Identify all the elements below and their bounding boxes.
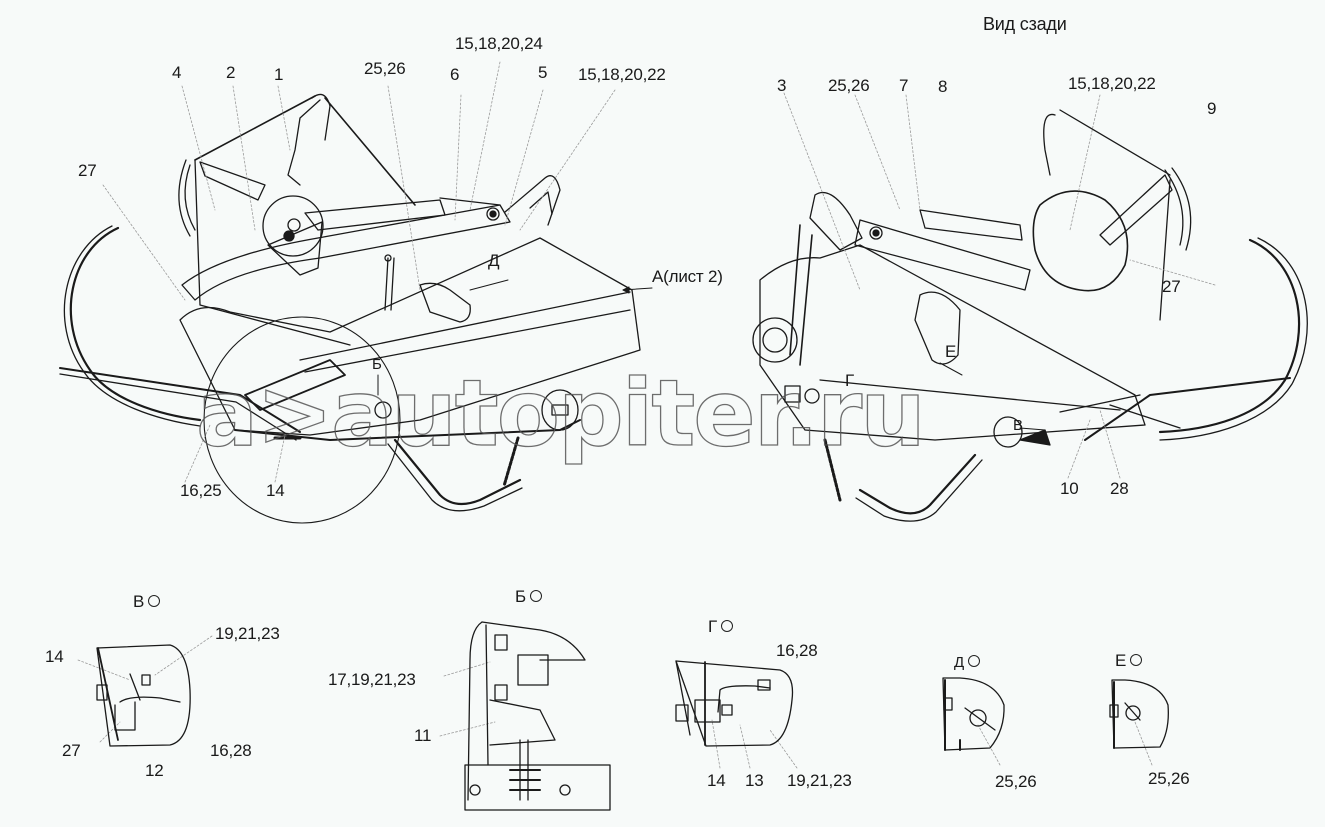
callout-25-26: 25,26	[1148, 769, 1190, 788]
view-title: Вид сзади	[983, 14, 1067, 34]
callout-7: 7	[899, 76, 909, 95]
callout-9: 9	[1207, 99, 1217, 118]
detail-d-drawing	[942, 677, 1005, 751]
callout-15-18-20-24: 15,18,20,24	[455, 34, 543, 53]
callout-6: 6	[450, 65, 460, 84]
detail-e-title: Е	[1115, 652, 1143, 669]
callout-13: 13	[745, 771, 764, 790]
callout-28: 28	[1110, 479, 1129, 498]
view-marker-g: Г	[845, 371, 855, 390]
right-header-assembly	[752, 109, 1308, 522]
callout-11: 11	[414, 726, 432, 745]
callout-16-25: 16,25	[180, 481, 222, 500]
view-marker-d: Д	[488, 251, 500, 270]
callout-25-26-right: 25,26	[828, 76, 870, 95]
rotation-circle-icon	[529, 590, 542, 602]
callout-2: 2	[226, 63, 236, 82]
callout-17-19-21-23: 17,19,21,23	[328, 670, 416, 689]
detail-g-drawing	[675, 660, 794, 747]
detail-b-title: Б	[515, 588, 542, 605]
callout-14: 14	[707, 771, 726, 790]
callout-27: 27	[62, 741, 81, 760]
detail-d-title: Д	[954, 653, 980, 670]
sheet-reference-a: А(лист 2)	[652, 267, 723, 286]
detail-v-drawing	[96, 644, 191, 747]
callout-27-right: 27	[1162, 277, 1181, 296]
callout-14: 14	[266, 481, 285, 500]
rotation-circle-icon	[1130, 654, 1143, 666]
callout-16-28: 16,28	[210, 741, 252, 760]
view-marker-b: Б	[372, 356, 382, 373]
callout-3: 3	[777, 76, 787, 95]
rotation-circle-icon	[721, 620, 734, 632]
callout-5: 5	[538, 63, 548, 82]
callout-4: 4	[172, 63, 182, 82]
callout-19-21-23: 19,21,23	[787, 771, 852, 790]
callout-1: 1	[274, 65, 284, 84]
callout-25-26: 25,26	[995, 772, 1037, 791]
callout-12: 12	[145, 761, 164, 780]
left-header-assembly	[59, 93, 641, 524]
detail-b-drawing	[464, 621, 611, 811]
callout-15-18-20-22-right: 15,18,20,22	[1068, 74, 1156, 93]
detail-g-title: Г	[708, 618, 734, 635]
callout-16-28: 16,28	[776, 641, 818, 660]
view-marker-e: Е	[945, 342, 957, 361]
callout-10: 10	[1060, 479, 1079, 498]
callout-19-21-23: 19,21,23	[215, 624, 280, 643]
callout-8: 8	[938, 77, 948, 96]
detail-e-drawing	[1109, 679, 1169, 749]
detail-v-title: В	[133, 593, 161, 610]
rotation-circle-icon	[148, 595, 161, 607]
rotation-circle-icon	[967, 655, 980, 667]
callout-14: 14	[45, 647, 64, 666]
callout-27: 27	[78, 161, 97, 180]
callout-25-26: 25,26	[364, 59, 406, 78]
view-marker-v: В	[1013, 417, 1023, 434]
callout-15-18-20-22: 15,18,20,22	[578, 65, 666, 84]
watermark: a>autopiter.ru	[195, 360, 926, 467]
